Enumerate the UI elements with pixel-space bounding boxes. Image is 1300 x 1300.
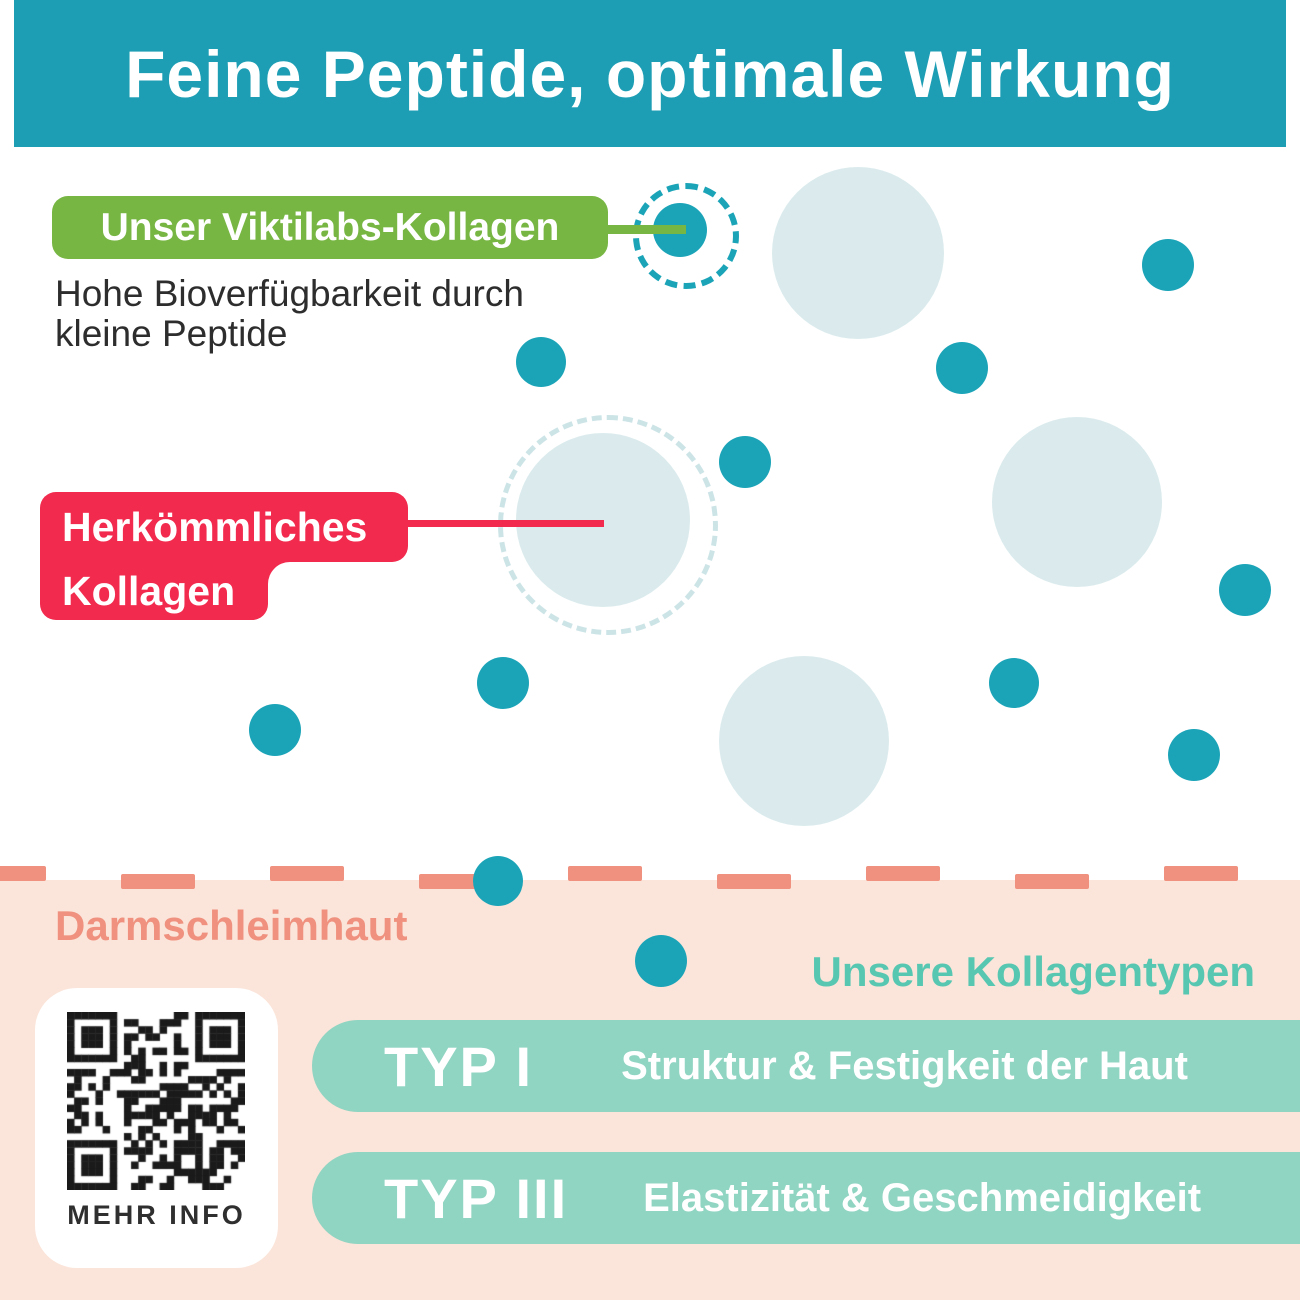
page-title: Feine Peptide, optimale Wirkung [125, 36, 1175, 111]
peptide-dot [1219, 564, 1271, 616]
type-3-description: Elastizität & Geschmeidigkeit [643, 1175, 1202, 1220]
peptide-dot [249, 704, 301, 756]
collagen-large-molecule [719, 656, 889, 826]
membrane-dash-segment [568, 866, 642, 881]
peptide-dot [477, 657, 529, 709]
membrane-dash-segment [1164, 866, 1238, 881]
collagen-large-molecule [772, 167, 944, 339]
peptide-dot [989, 658, 1039, 708]
conventional-collagen-text-line1: Herkömmliches [62, 503, 368, 550]
bioavailability-caption-line1: Hohe Bioverfügbarkeit durch [55, 273, 524, 314]
collagen-types-heading: Unsere Kollagentypen [811, 948, 1255, 995]
bioavailability-caption: Hohe Bioverfügbarkeit durch kleine Pepti… [55, 274, 524, 354]
viktilabs-collagen-label-text: Unser Viktilabs-Kollagen [100, 205, 560, 249]
conventional-pointer-line [398, 520, 604, 527]
peptide-dot-dashed-ring [633, 183, 739, 289]
peptide-dot [936, 342, 988, 394]
bioavailability-caption-line2: kleine Peptide [55, 313, 288, 354]
type-1-banner: TYP I Struktur & Festigkeit der Haut [312, 1020, 1300, 1112]
conventional-collagen-text-line2: Kollagen [62, 567, 236, 614]
membrane-label: Darmschleimhaut [55, 902, 408, 949]
peptide-dot [1142, 239, 1194, 291]
qr-card: MEHR INFO [35, 988, 278, 1268]
collagen-large-molecule [992, 417, 1162, 587]
conventional-collagen-label-row1: Herkömmliches [40, 492, 408, 562]
label-corner-notch-mask [268, 562, 290, 584]
peptide-dot [1168, 729, 1220, 781]
membrane-dash-segment [0, 866, 46, 881]
type-3-name: TYP III [384, 1166, 569, 1230]
membrane-dash-segment [866, 866, 940, 881]
viktilabs-collagen-label: Unser Viktilabs-Kollagen [52, 196, 608, 259]
type-1-description: Struktur & Festigkeit der Haut [621, 1043, 1188, 1088]
conventional-collagen-label-row2: Kollagen [40, 562, 268, 620]
qr-code [67, 1012, 245, 1190]
type-1-name: TYP I [384, 1034, 534, 1098]
peptide-dot [719, 436, 771, 488]
membrane-dash-segment [270, 866, 344, 881]
viktilabs-pointer-line [604, 225, 686, 234]
qr-label: MEHR INFO [67, 1200, 246, 1230]
type-3-banner: TYP III Elastizität & Geschmeidigkeit [312, 1152, 1300, 1244]
header-banner: Feine Peptide, optimale Wirkung [14, 0, 1286, 147]
